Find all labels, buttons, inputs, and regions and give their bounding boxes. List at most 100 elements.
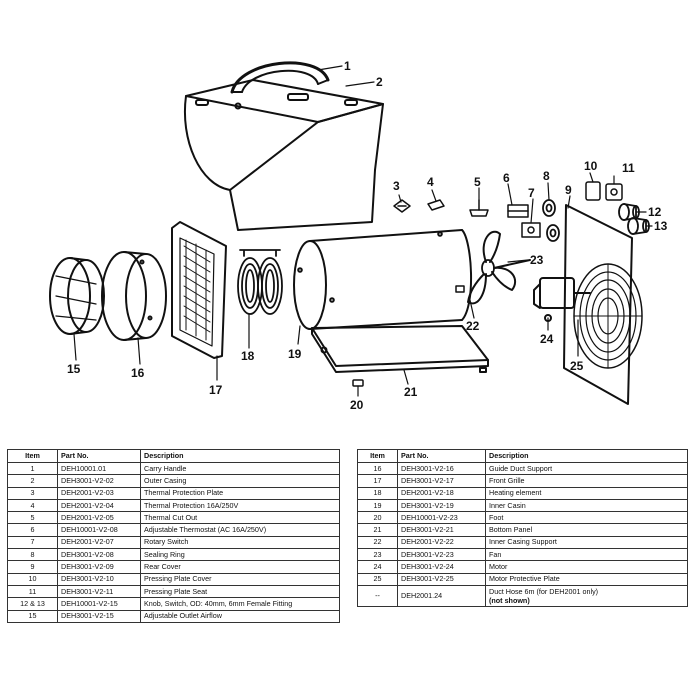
table-row: 9 DEH3001-V2-09 Rear Cover [7,560,340,574]
part-no-cell: DEH3001-V2-02 [57,474,141,488]
description-cell: Thermal Cut Out [140,511,340,525]
description-cell: Rear Cover [140,560,340,574]
item-cell-text: 5 [30,512,35,522]
description-cell-text: Heating element [489,488,542,498]
description-cell: Pressing Plate Cover [140,572,340,586]
callout-label: 12 [648,205,662,219]
item-cell: 3 [7,486,58,500]
description-cell-text: Knob, Switch, OD: 40mm, 6mm Female Fitti… [144,598,293,608]
description-cell: Inner Casing Support [485,535,688,550]
description-cell: Thermal Protection 16A/250V [140,498,340,513]
part-no-cell-text: DEH3001-V2-11 [61,586,114,596]
part-no-cell-text: DEH3001-V2-16 [401,463,454,473]
part-no-cell: DEH3001-V2-09 [57,560,141,574]
part-no-cell-text: DEH3001-V2-02 [61,475,114,485]
description-cell-text: Bottom Panel [489,525,533,535]
item-cell-text: 19 [373,500,382,510]
description-cell: Carry Handle [140,461,340,476]
item-cell-text: 8 [30,549,35,559]
callout-label: 11 [622,161,635,175]
description-cell-text: Adjustable Outlet Airflow [144,611,222,621]
description-cell: Bottom Panel [485,523,688,537]
callout-label: 21 [404,385,418,399]
callout-label: 19 [288,347,302,361]
item-cell: 2 [7,474,58,488]
item-cell-text: 25 [373,574,382,584]
callout-numbers: 1 2 3 4 5 6 7 8 9 10 11 12 13 23 24 25 2… [67,59,668,412]
item-cell: 17 [357,474,398,488]
description-cell: Foot [485,511,688,525]
item-cell-text: 9 [30,562,35,572]
description-cell-text: Fan [489,549,502,559]
table-row: 17 DEH3001-V2-17 Front Grille [357,474,688,488]
part-no-cell-text: DEH2001-V2-18 [401,488,454,498]
part-no-cell-text: DEH2001-V2-05 [61,512,114,522]
description-cell-text: Motor [489,562,508,572]
item-cell: 22 [357,535,398,550]
item-cell-text: 2 [30,475,35,485]
pressing-plate-cover-part [585,181,601,201]
part-no-cell-text: DEH2001-V2-03 [61,488,114,498]
part-no-cell-text: DEH3001-V2-09 [61,562,114,572]
callout-label: 5 [474,175,481,189]
callout-leader-lines [73,65,653,397]
item-cell: 24 [357,560,398,574]
part-no-cell-text: DEH2001-V2-22 [401,537,454,547]
item-cell-text: 17 [373,475,382,485]
item-cell-text: 7 [30,537,35,547]
item-cell: -- [357,584,398,607]
header-part-no: Part No. [57,449,141,463]
part-no-cell: DEH3001-V2-17 [397,474,486,488]
callout-label: 10 [584,159,598,173]
description-cell: Motor Protective Plate [485,572,688,586]
description-cell-text: Thermal Protection 16A/250V [144,500,239,510]
part-no-cell: DEH3001-V2-21 [397,523,486,537]
part-no-cell-text: DEH2001.24 [401,591,443,601]
item-cell: 1 [7,461,58,476]
exploded-parts-diagram: 1 2 3 4 5 6 7 8 9 10 11 12 13 23 24 25 2… [49,59,668,412]
callout-label: 7 [528,186,535,200]
description-cell-text: Outer Casing [144,475,187,485]
table-header-row: Item Part No. Description [357,449,688,463]
header-item: Item [357,449,398,463]
part-no-cell-text: DEH2001-V2-04 [61,500,114,510]
header-part-no: Part No. [397,449,486,463]
callout-label: 20 [350,398,364,412]
item-cell-text: -- [375,591,380,601]
item-cell-text: 21 [373,525,382,535]
description-cell: Heating element [485,486,688,500]
description-cell-text: Front Grille [489,475,525,485]
part-no-cell: DEH3001-V2-16 [397,461,486,476]
part-no-cell: DEH10001-V2-08 [57,523,141,537]
callout-label: 23 [530,253,544,267]
part-no-cell-text: DEH3001-V2-17 [401,475,454,485]
item-cell: 7 [7,535,58,550]
description-cell: Guide Duct Support [485,461,688,476]
part-no-cell: DEH3001-V2-10 [57,572,141,586]
part-no-cell: DEH3001-V2-25 [397,572,486,586]
description-cell: Adjustable Thermostat (AC 16A/250V) [140,523,340,537]
outer-casing-part [184,79,384,231]
item-cell: 9 [7,560,58,574]
description-cell-text: Pressing Plate Cover [144,574,212,584]
header-description: Description [140,449,340,463]
callout-label: 25 [570,359,584,373]
description-cell-text: Inner Casin [489,500,526,510]
callout-label: 9 [565,183,572,197]
part-no-cell-text: DEH3001-V2-15 [61,611,114,621]
description-cell: Thermal Protection Plate [140,486,340,500]
part-no-cell: DEH3001-V2-08 [57,548,141,562]
part-no-cell: DEH2001-V2-07 [57,535,141,550]
adjustable-outlet-airflow-part [49,257,105,335]
not-shown-note: (not shown) [489,595,530,605]
